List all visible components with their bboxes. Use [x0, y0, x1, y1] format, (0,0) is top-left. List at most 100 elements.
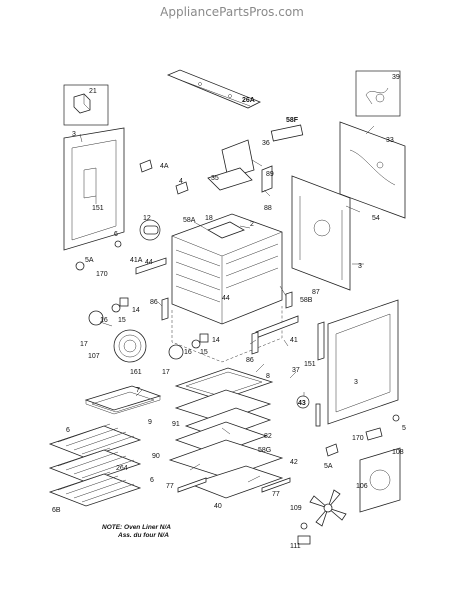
part-170-clip-left [114, 240, 122, 248]
part-58b-strip [285, 291, 293, 309]
part-4-clip [175, 181, 189, 195]
label-86: 86 [246, 357, 254, 364]
label-21: 21 [89, 88, 97, 95]
label-170: 170 [352, 435, 364, 442]
part-6-oven-racks [48, 423, 142, 507]
part-89-bracket [261, 165, 273, 193]
part-21-box [63, 84, 109, 126]
part-lamp-assembly-upper [88, 297, 129, 326]
part-12-sensor [139, 219, 161, 241]
label-58g: 58G [258, 447, 271, 454]
label-17: 17 [80, 341, 88, 348]
label-36: 36 [262, 140, 270, 147]
label-58b: 58B [300, 297, 313, 304]
label-2: 2 [250, 221, 254, 228]
note-oven-liner-fr: Ass. du four N/A [118, 532, 169, 539]
label-91: 91 [172, 421, 180, 428]
label-77: 77 [166, 483, 174, 490]
label-109: 109 [290, 505, 302, 512]
label-8: 8 [266, 373, 270, 380]
label-14: 14 [212, 337, 220, 344]
part-5-screw [392, 414, 400, 422]
label-3: 3 [72, 131, 76, 138]
label-54: 54 [372, 215, 380, 222]
part-labels: 3 21 26A 39 58F 33 36 4A 89 4 35 88 151 … [52, 74, 406, 550]
label-37: 37 [292, 367, 300, 374]
label-151: 151 [304, 361, 316, 368]
label-170: 170 [96, 271, 108, 278]
label-14: 14 [132, 307, 140, 314]
label-106: 106 [356, 483, 368, 490]
label-26a: 26A [242, 97, 255, 104]
label-90: 90 [152, 453, 160, 460]
part-3-side-panel-left [63, 127, 125, 251]
part-lamp-assembly-lower [168, 333, 209, 360]
label-108: 108 [392, 449, 404, 456]
label-15: 15 [200, 349, 208, 356]
part-convection-fan-assembly [297, 447, 401, 545]
label-86: 86 [150, 299, 158, 306]
label-39: 39 [392, 74, 400, 81]
part-8-bottom-pan [174, 367, 274, 401]
site-watermark: AppliancePartsPros.com [160, 5, 304, 19]
part-86-strip-lower [251, 331, 259, 355]
label-44: 44 [222, 295, 230, 302]
label-7: 7 [136, 387, 140, 394]
label-44: 44 [145, 259, 153, 266]
label-15: 15 [118, 317, 126, 324]
part-26a-top-bracket [166, 69, 261, 109]
part-3-side-panel-right [327, 299, 399, 425]
label-58a: 58A [183, 217, 196, 224]
part-41-strip [255, 315, 299, 339]
label-6: 6 [150, 477, 154, 484]
part-58f-insulation [270, 124, 304, 142]
part-151-bar [317, 321, 325, 361]
label-43: 43 [298, 400, 306, 407]
part-170-hinge-right [365, 427, 383, 441]
part-5a-screw-left [75, 261, 85, 271]
label-41: 41 [290, 337, 298, 344]
note-oven-liner: NOTE: Oven Liner N/A [102, 524, 171, 531]
label-4: 4 [179, 178, 183, 185]
part-33-rear-panel [339, 121, 406, 219]
part-4a-clip [139, 159, 153, 173]
label-18: 18 [205, 215, 213, 222]
part-41a-strip [135, 257, 167, 275]
label-111: 111 [290, 543, 301, 550]
part-oven-cavity [171, 213, 283, 325]
label-16: 16 [100, 317, 108, 324]
label-264: 264 [116, 465, 128, 472]
label-89: 89 [266, 171, 274, 178]
label-58f: 58F [286, 117, 299, 124]
label-6: 6 [114, 231, 118, 238]
label-5a: 5A [85, 257, 94, 264]
label-9: 9 [148, 419, 152, 426]
label-3: 3 [358, 263, 362, 270]
part-77-rail-right [261, 477, 291, 493]
label-6: 6 [66, 427, 70, 434]
label-107: 107 [88, 353, 100, 360]
label-35: 35 [211, 175, 219, 182]
label-16: 16 [184, 349, 192, 356]
part-107-fan-cover [113, 329, 147, 363]
part-5a-hinge-right [325, 443, 339, 457]
label-77: 77 [272, 491, 280, 498]
part-35-duct [207, 167, 253, 191]
label-151: 151 [92, 205, 104, 212]
part-9-pan-insert [174, 389, 272, 423]
label-40: 40 [214, 503, 222, 510]
part-39-box [355, 70, 401, 117]
label-33: 33 [386, 137, 394, 144]
part-86-strip-upper [161, 297, 169, 321]
part-7-broil-pan [84, 385, 162, 415]
label-42: 42 [290, 459, 298, 466]
leader-lines [79, 125, 375, 483]
part-40-drawer [188, 465, 284, 499]
label-17: 17 [162, 369, 170, 376]
part-43-screw [296, 395, 321, 427]
label-4a: 4A [160, 163, 169, 170]
part-77-rail-left [177, 477, 207, 493]
part-36-vent [221, 139, 255, 179]
label-41a: 41A [130, 257, 143, 264]
